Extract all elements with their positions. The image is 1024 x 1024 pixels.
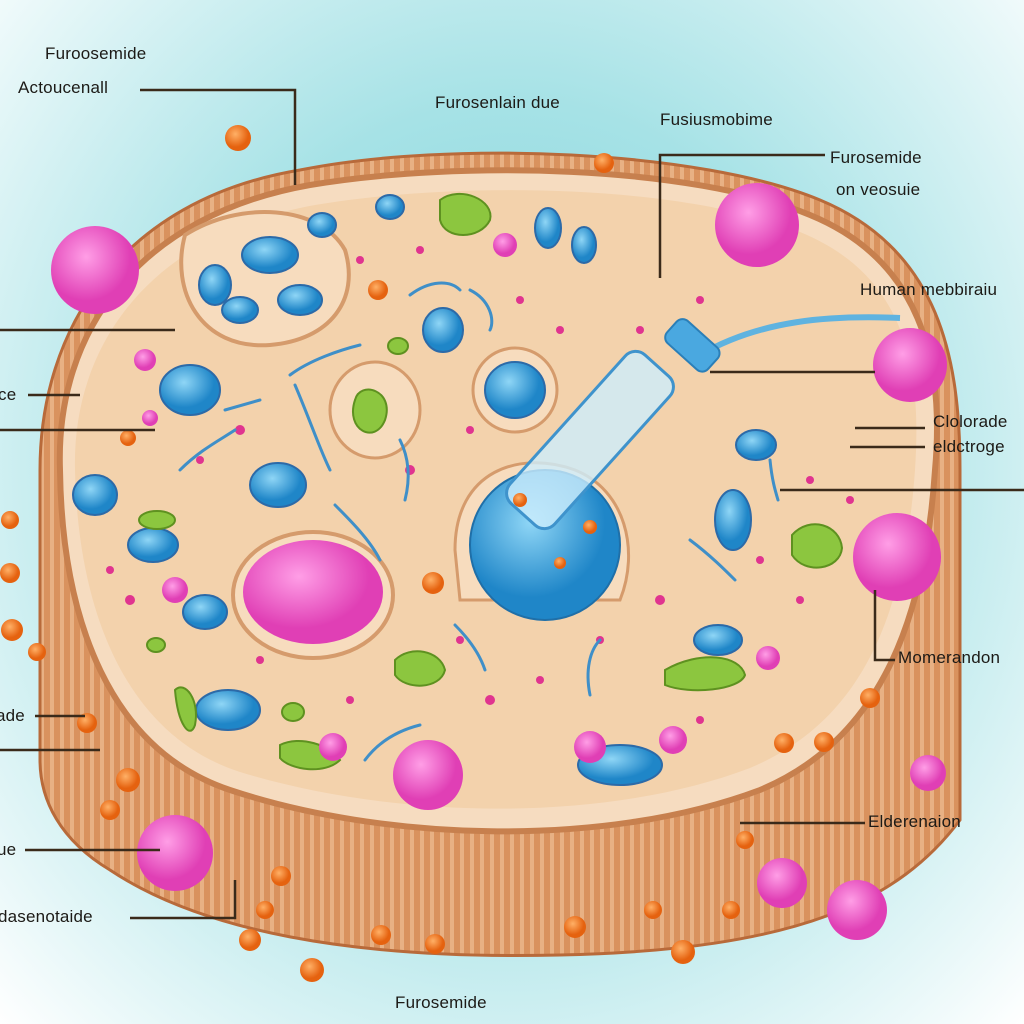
flow-arrows	[178, 281, 780, 762]
pipette	[505, 314, 901, 531]
label-dasenotaide: dasenotaide	[0, 907, 93, 926]
label-fusiusmobime: Fusiusmobime	[660, 110, 773, 129]
mitochondria-group	[72, 194, 777, 786]
pink-particles	[51, 183, 947, 940]
label-eldctroge: eldctroge	[933, 437, 1005, 456]
label-actoucenall: Actoucenall	[18, 78, 109, 97]
label-furosemide-top: Furosemide	[830, 148, 922, 167]
label-ce: ce	[0, 385, 17, 404]
orange-particles	[0, 125, 880, 982]
label-furosemide-bottom: Furosemide	[395, 993, 487, 1012]
label-on-veosuie: on veosuie	[836, 180, 921, 199]
nucleus	[243, 540, 383, 644]
label-ade: ade	[0, 706, 25, 725]
chloroplast-group	[138, 192, 844, 771]
label-furoosemide: Furoosemide	[45, 44, 147, 63]
label-human-mebbiraiu: Human mebbiraiu	[860, 280, 998, 299]
label-ue: ue	[0, 840, 17, 859]
label-clolorade: Clolorade	[933, 412, 1008, 431]
label-momerandon: Momerandon	[898, 648, 1001, 667]
label-furosenlain-due: Furosenlain due	[435, 93, 560, 112]
label-elderenaion: Elderenaion	[868, 812, 961, 831]
leader-lines	[0, 88, 1024, 920]
